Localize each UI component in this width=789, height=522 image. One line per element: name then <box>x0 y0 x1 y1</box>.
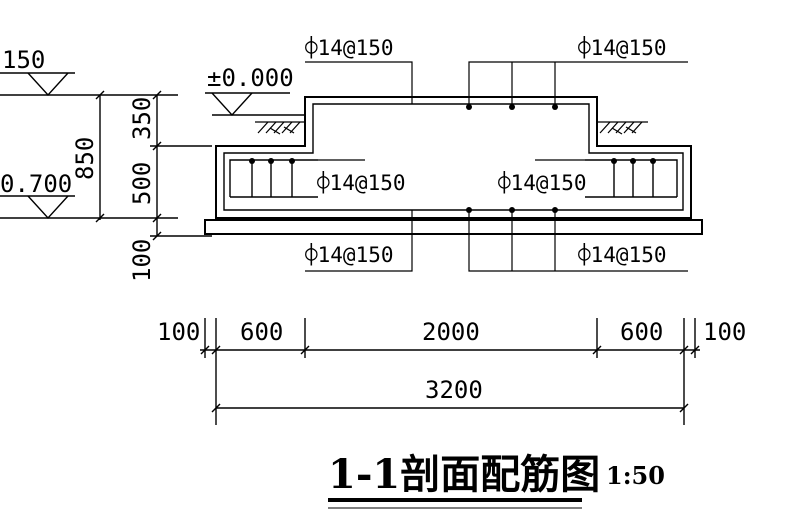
vertical-dim-upper: 350 <box>128 97 156 140</box>
rebar-dot <box>509 104 515 110</box>
vertical-dimensions <box>95 90 212 241</box>
horizontal-dim-edge-right: 100 <box>703 318 746 346</box>
horizontal-dim-edge-left: 100 <box>157 318 200 346</box>
horizontal-dim-left: 600 <box>240 318 283 346</box>
rebar-outer-loop <box>223 103 684 211</box>
elevation-label-ground: ±0.000 <box>207 64 294 92</box>
rebar-dot <box>552 104 558 110</box>
rebar-label-top-left: ⌽14@150 <box>305 36 394 60</box>
drawing-scale: 1:50 <box>606 461 665 490</box>
rebar-dot <box>268 158 274 164</box>
rebar-label-top-right: ⌽14@150 <box>578 36 667 60</box>
rebar-label-mid-left: ⌽14@150 <box>317 171 406 195</box>
elevation-label-bottom: 0.700 <box>0 170 72 198</box>
rebar-inner-right <box>585 159 678 198</box>
footing-outline <box>215 96 692 219</box>
elevation-markers <box>0 72 305 220</box>
rebar-dot <box>611 158 617 164</box>
horizontal-dim-right: 600 <box>620 318 663 346</box>
rebar-dot <box>630 158 636 164</box>
rebar-dot <box>249 158 255 164</box>
rebar-dots <box>249 104 656 213</box>
horizontal-dimensions <box>200 318 700 425</box>
vertical-dim-lower: 500 <box>128 162 156 205</box>
vertical-dim-total: 850 <box>71 137 99 180</box>
concrete-outline <box>204 96 703 235</box>
horizontal-dim-middle: 2000 <box>422 318 480 346</box>
leader-lines <box>305 61 688 272</box>
rebar-label-bottom-right: ⌽14@150 <box>578 243 667 267</box>
rebar-label-bottom-left: ⌽14@150 <box>305 243 394 267</box>
rebar-inner-left <box>229 159 318 198</box>
rebar-cage <box>223 103 684 211</box>
horizontal-dim-total: 3200 <box>425 376 483 404</box>
rebar-dot <box>650 158 656 164</box>
soil-hatch-right <box>597 121 648 135</box>
soil-hatch-left <box>255 121 305 135</box>
rebar-dot <box>289 158 295 164</box>
lean-concrete-pad <box>204 219 703 235</box>
elevation-label-top: 150 <box>2 46 45 74</box>
drawing-title: 1-1剖面配筋图 <box>328 451 600 498</box>
vertical-dim-pad: 100 <box>128 239 156 282</box>
rebar-dot <box>466 104 472 110</box>
rebar-label-mid-right: ⌽14@150 <box>498 171 587 195</box>
